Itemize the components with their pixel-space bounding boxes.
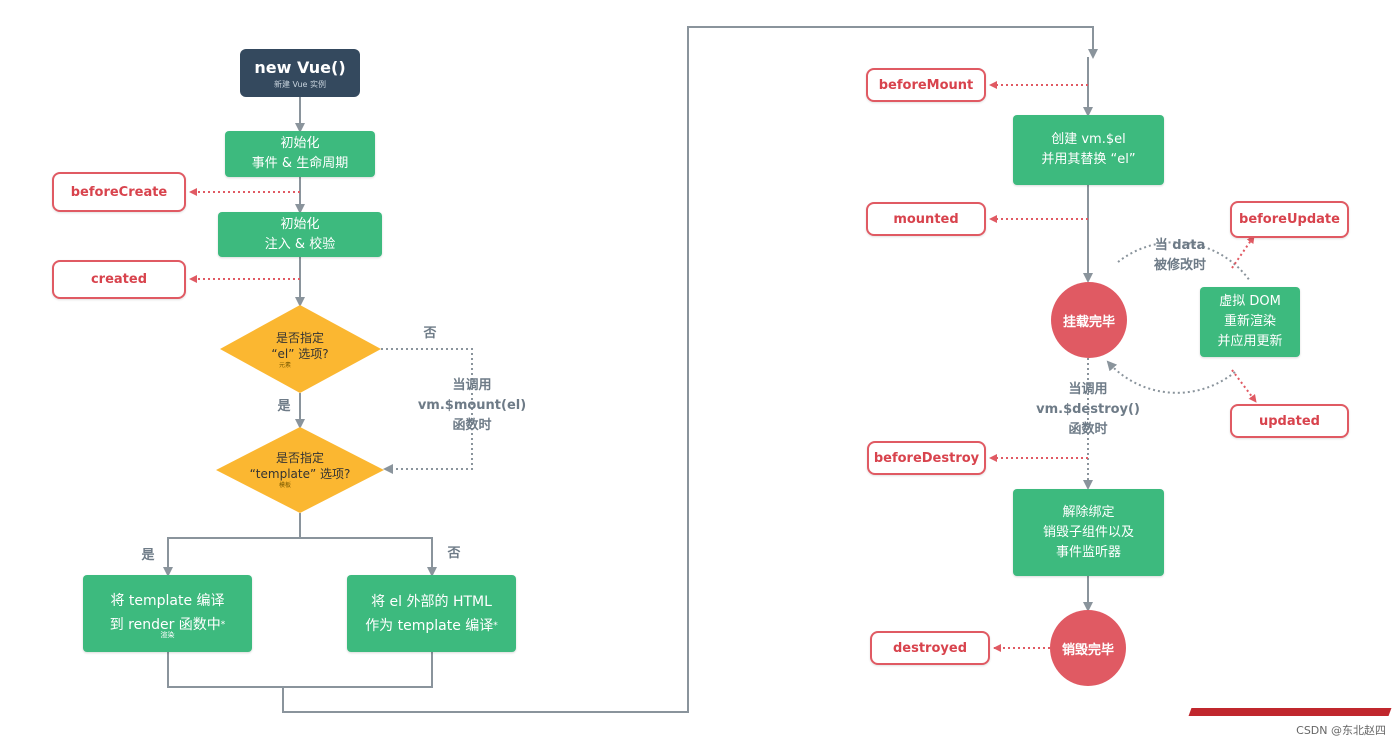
compile-template-line2: 到 render 函数中 [109, 616, 221, 633]
teardown-line2: 销毁子组件以及 [1042, 524, 1134, 540]
teardown-line1: 解除绑定 [1062, 504, 1115, 520]
edge-to-right-column [282, 26, 1098, 713]
edge-label-template-yes: 是 [141, 548, 155, 563]
hook-line-updated [1231, 369, 1257, 403]
hook-beforeDestroy-label: beforeDestroy [873, 450, 980, 466]
edge-label-data-change: 当 data 被修改时 [1140, 236, 1220, 276]
compile-template-mark: * [220, 619, 226, 630]
edge-label-el-no: 否 [423, 326, 437, 341]
new-vue-node: new Vue() 新建 Vue 实例 [240, 49, 360, 97]
watermark-text: CSDN @东北赵四 [1296, 724, 1386, 737]
edge-template-no [300, 537, 437, 577]
edge-label-el-yes: 是 [277, 399, 291, 414]
hook-mounted: mounted [866, 202, 986, 236]
init-inject-line2: 注入 & 校验 [264, 236, 336, 252]
hook-updated-label: updated [1259, 413, 1320, 429]
mounted-state-circle: 挂载完毕 [1051, 282, 1127, 358]
template-decision-text: 是否指定 “template” 选项? 模板 [225, 450, 375, 490]
mount-call-line2: vm.$mount(el) [417, 398, 527, 413]
destroy-call-line2: vm.$destroy() [1036, 402, 1140, 417]
teardown-node: 解除绑定 销毁子组件以及 事件监听器 [1013, 489, 1164, 576]
hook-beforeMount-label: beforeMount [878, 77, 974, 93]
template-decision-diamond [216, 427, 384, 513]
mounted-state-label: 挂载完毕 [1062, 314, 1115, 330]
compile-template-note: 渲染 [160, 630, 175, 639]
compile-template-node: 将 template 编译 到 render 函数中* 渲染 [83, 575, 252, 652]
create-el-node: 创建 vm.$el 并用其替换 “el” [1013, 115, 1164, 185]
init-events-node: 初始化 事件 & 生命周期 [225, 131, 375, 177]
virtual-dom-node: 虚拟 DOM 重新渲染 并应用更新 [1200, 287, 1300, 357]
hook-mounted-label: mounted [893, 211, 959, 227]
edge-el-no [381, 348, 473, 474]
hook-updated: updated [1230, 404, 1349, 438]
hook-created-label: created [90, 272, 148, 287]
hook-beforeDestroy: beforeDestroy [867, 441, 986, 475]
mount-call-line1: 当调用 [452, 378, 492, 393]
create-el-line2: 并用其替换 “el” [1041, 152, 1136, 167]
compile-outer-html-mark: * [493, 620, 498, 631]
virtual-dom-line3: 并应用更新 [1217, 334, 1283, 349]
decorative-red-banner [1188, 708, 1392, 716]
template-decision-line2: “template” 选项? [249, 467, 351, 481]
el-decision-line2: “el” 选项? [271, 347, 329, 361]
hook-beforeUpdate-label: beforeUpdate [1239, 212, 1340, 227]
el-decision-note: 元素 [278, 362, 291, 369]
hook-beforeUpdate: beforeUpdate [1230, 201, 1349, 238]
hook-destroyed: destroyed [870, 631, 990, 665]
edge-template-branches [163, 513, 301, 577]
hook-destroyed-label: destroyed [892, 640, 967, 656]
compile-template-line1: 将 template 编译 [110, 592, 225, 609]
compile-outer-html-node: 将 el 外部的 HTML 作为 template 编译* [347, 575, 516, 652]
teardown-line3: 事件监听器 [1055, 544, 1121, 560]
edge-label-destroy-call: 当调用 vm.$destroy() 函数时 [1033, 380, 1143, 440]
edge-label-mount-call: 当调用 vm.$mount(el) 函数时 [410, 376, 534, 436]
destroy-call-line3: 函数时 [1068, 422, 1108, 437]
init-events-line2: 事件 & 生命周期 [251, 156, 349, 171]
hook-beforeCreate: beforeCreate [52, 172, 186, 212]
init-events-line1: 初始化 [280, 136, 320, 151]
el-decision-diamond [220, 305, 381, 393]
destroyed-state-circle: 销毁完毕 [1050, 610, 1126, 686]
template-decision-line1: 是否指定 [275, 451, 324, 465]
template-decision-note: 模板 [278, 482, 291, 489]
destroy-call-line1: 当调用 [1068, 382, 1108, 397]
init-inject-node: 初始化 注入 & 校验 [218, 212, 382, 257]
create-el-line1: 创建 vm.$el [1051, 132, 1126, 147]
compile-outer-html-line2: 作为 template 编译 [365, 617, 494, 634]
compile-outer-html-line1: 将 el 外部的 HTML [371, 593, 492, 610]
new-vue-subtitle: 新建 Vue 实例 [273, 79, 326, 89]
hook-created: created [52, 260, 186, 299]
virtual-dom-line2: 重新渲染 [1223, 314, 1276, 329]
hook-line-beforeUpdate [1231, 235, 1255, 269]
edge-update-return [1106, 360, 1236, 394]
destroyed-state-label: 销毁完毕 [1061, 642, 1114, 658]
virtual-dom-line1: 虚拟 DOM [1219, 294, 1281, 309]
el-decision-text: 是否指定 “el” 选项? 元素 [240, 330, 360, 370]
new-vue-title: new Vue() [254, 57, 346, 77]
data-change-line1: 当 data [1154, 238, 1206, 253]
hook-beforeCreate-label: beforeCreate [70, 184, 168, 200]
data-change-line2: 被修改时 [1153, 258, 1206, 273]
hook-beforeMount: beforeMount [866, 68, 986, 102]
edge-label-template-no: 否 [447, 546, 461, 561]
init-inject-line1: 初始化 [280, 216, 320, 232]
mount-call-line3: 函数时 [452, 418, 492, 433]
edge-merge [167, 652, 433, 688]
el-decision-line1: 是否指定 [275, 331, 324, 345]
